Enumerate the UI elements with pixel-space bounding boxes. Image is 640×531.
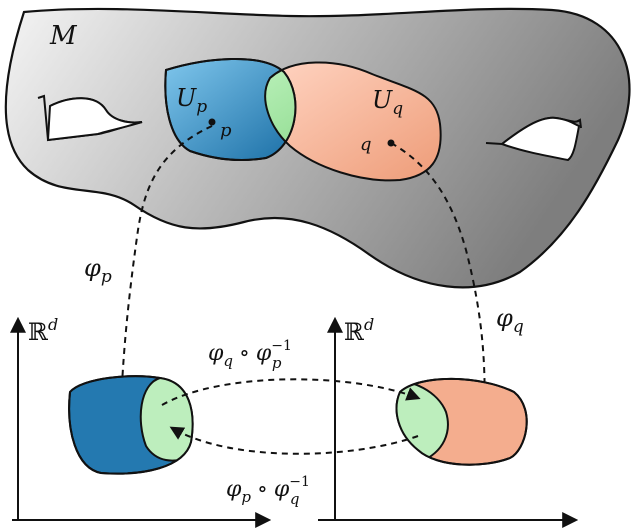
arrow-transition-bottom bbox=[169, 426, 419, 455]
arrow-phi-q bbox=[390, 142, 492, 427]
map-phi-q-label: φq bbox=[496, 304, 524, 337]
image-up-blob-outline bbox=[68, 375, 194, 475]
point-p bbox=[208, 118, 216, 126]
manifold-hole-left-fill bbox=[46, 97, 143, 142]
map-phi-p-label: φp bbox=[84, 254, 112, 287]
right-space-label: ℝd bbox=[344, 315, 374, 346]
point-p-label: p bbox=[220, 120, 232, 141]
point-q-label: q bbox=[360, 134, 372, 155]
manifold-hole-right-fill bbox=[499, 116, 581, 162]
left-space-label: ℝd bbox=[28, 315, 58, 346]
manifold-label: M bbox=[49, 21, 78, 51]
image-up-overlap bbox=[139, 376, 193, 462]
image-uq-blob-outline bbox=[395, 377, 528, 466]
arrow-phi-p bbox=[113, 125, 213, 435]
patch-up-outline bbox=[164, 58, 297, 161]
patch-uq-label: Uq bbox=[372, 86, 403, 119]
arrow-transition-top bbox=[161, 378, 421, 406]
patch-up-label: Up bbox=[176, 84, 207, 117]
